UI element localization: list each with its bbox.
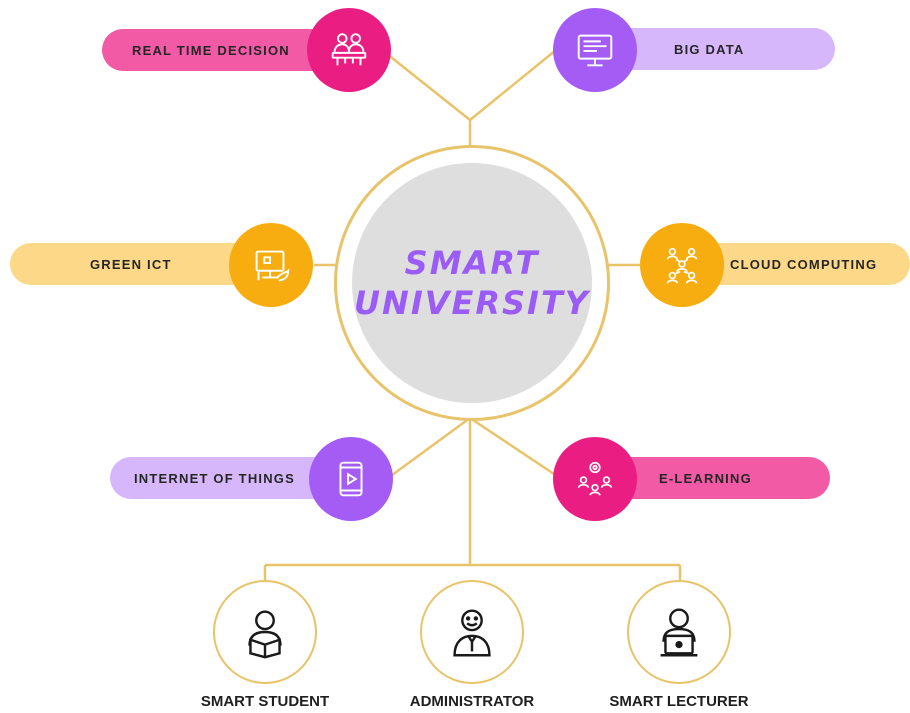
node-label: INTERNET OF THINGS — [134, 470, 295, 486]
center-title-line2: UNIVERSITY — [354, 284, 590, 322]
role-label-smart-lecturer: SMART LECTURER — [609, 693, 749, 710]
center-title-line1: SMART — [404, 244, 540, 282]
node-label: REAL TIME DECISION — [132, 42, 290, 58]
role-smart-student — [213, 580, 317, 684]
node-label: BIG DATA — [674, 41, 745, 57]
group-learning-icon — [553, 437, 637, 521]
role-smart-lecturer — [627, 580, 731, 684]
student-reading-icon — [248, 610, 282, 659]
tablet-play-icon — [309, 437, 393, 521]
node-label: GREEN ICT — [90, 256, 172, 272]
network-people-icon — [640, 223, 724, 307]
node-label: CLOUD COMPUTING — [730, 256, 878, 272]
node-label: E-LEARNING — [659, 470, 752, 486]
meeting-group-icon — [307, 8, 391, 92]
center-hub: SMART UNIVERSITY — [352, 163, 592, 403]
node-real-time-decision: REAL TIME DECISION — [102, 29, 342, 71]
role-administrator — [420, 580, 524, 684]
computer-monitor-icon — [553, 8, 637, 92]
lecturer-laptop-icon — [660, 608, 698, 657]
role-label-smart-student: SMART STUDENT — [200, 693, 330, 710]
administrator-icon — [453, 609, 491, 657]
eco-computer-icon — [229, 223, 313, 307]
role-label-administrator: ADMINISTRATOR — [409, 693, 535, 710]
